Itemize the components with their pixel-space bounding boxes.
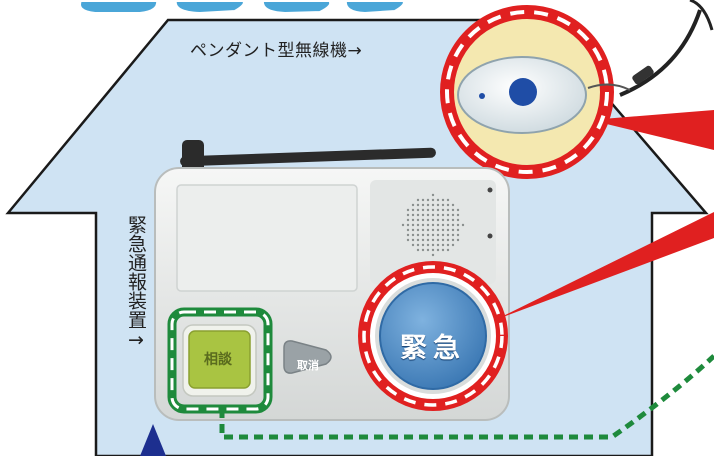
cancel-button-label: 取消 — [297, 359, 319, 372]
blue-arrow — [140, 424, 166, 456]
device-label: 緊急通報装置→ — [125, 215, 147, 351]
title-remnant — [77, 0, 407, 17]
pendant-cord — [619, 9, 702, 97]
pendant-label: ペンダント型無線機→ — [190, 41, 363, 61]
consult-button-label: 相談 — [204, 352, 232, 368]
emergency-button-shape — [379, 282, 487, 390]
pendant-circle — [440, 5, 631, 179]
emergency-button-label: 緊急 — [400, 333, 466, 364]
antenna — [180, 147, 436, 167]
cancel-button-shape — [283, 340, 332, 374]
speaker-grille — [401, 193, 465, 257]
emergency-callout — [495, 212, 714, 320]
signal-line — [219, 354, 714, 440]
pendant-callout — [590, 110, 714, 150]
